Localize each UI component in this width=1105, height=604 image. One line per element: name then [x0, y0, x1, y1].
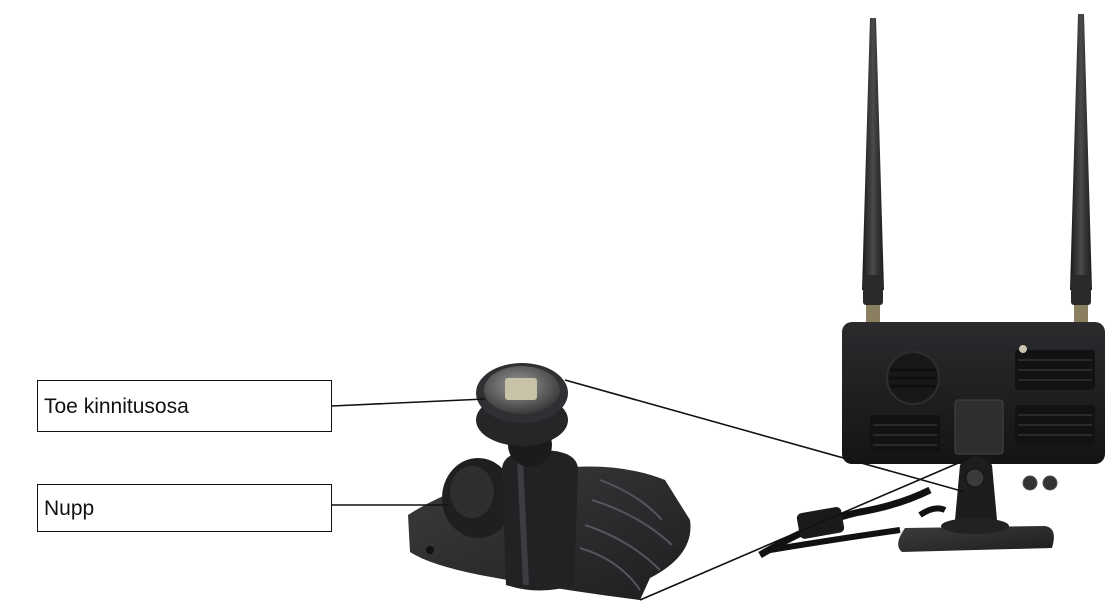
mount-stand-image — [408, 363, 691, 600]
callout-mount-part-text: Toe kinnitusosa — [44, 396, 189, 417]
leader-mount-left — [332, 399, 485, 406]
callout-knob-text: Nupp — [44, 498, 94, 519]
antenna-right — [1070, 14, 1092, 327]
callout-knob: Nupp — [37, 484, 332, 532]
callout-mount-part: Toe kinnitusosa — [37, 380, 332, 432]
antenna-left — [862, 18, 884, 327]
